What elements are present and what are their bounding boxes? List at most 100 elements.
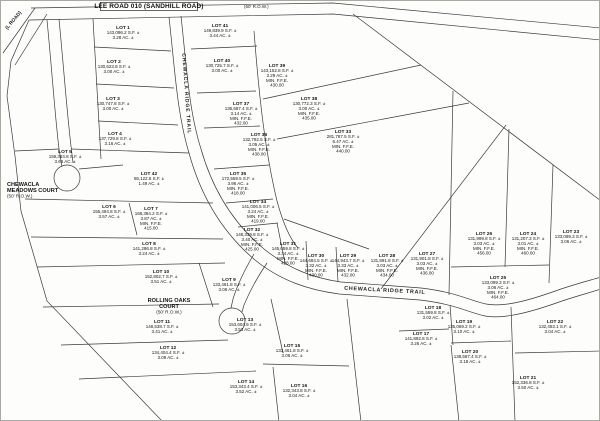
lot-number: LOT 42	[140, 170, 158, 177]
rolling-oaks-label: ROLLING OAKS COURT (50' R.O.W.)	[148, 297, 191, 315]
lot-number: LOT 33	[334, 128, 352, 135]
lot-number: LOT 41	[211, 22, 229, 29]
lot-square-feet: 172,559.5 S.F. ±	[221, 175, 255, 181]
lot-min-ffe-value: 419.00	[251, 218, 265, 224]
lot-square-feet: 148,339.8 S.F. ±	[235, 231, 269, 237]
lot-acreage: 3.04 AC. ±	[544, 328, 566, 334]
lot-number: LOT 40	[213, 57, 231, 64]
lot-acreage: 3.01 AC. ±	[517, 240, 539, 246]
lot-number: LOT 19	[455, 318, 473, 325]
lot-number: LOT 29	[339, 252, 357, 259]
lot-acreage: 3.34 AC. ±	[277, 250, 299, 256]
lot-label: LOT 4 137,729.8 S.F. ± 3.16 AC. ±	[99, 131, 132, 146]
lot-label: LOT 17 141,892.8 S.F. ± 3.26 AC. ±	[405, 331, 438, 346]
lot-square-feet: 135,069.2 S.F. ±	[447, 323, 481, 329]
lot-number: LOT 26	[475, 230, 493, 237]
corner-road-label: (L ROAD)	[4, 9, 23, 31]
lot-square-feet: 153,343.4 S.F. ±	[229, 383, 263, 389]
lot-square-feet: 136,687.4 S.F. ±	[224, 105, 258, 111]
lot-number: LOT 15	[283, 342, 301, 349]
lot-square-feet: 130,623.8 S.F. ±	[97, 63, 131, 69]
lot-number: LOT 25	[489, 274, 507, 281]
lot-acreage: 3.03 AC. ±	[376, 262, 398, 268]
lot-square-feet: 133,099.3 S.F. ±	[481, 279, 515, 285]
lot-number: LOT 30	[307, 252, 325, 259]
lot-acreage: 3.05 AC. ±	[248, 141, 270, 147]
lot-label: LOT 13 153,604.9 S.F. ± 3.53 AC. ±	[229, 317, 262, 332]
lot-number: LOT 10	[152, 268, 170, 275]
lot-label: LOT 9 133,461.8 S.F. ± 3.06 AC. ±	[213, 277, 246, 292]
rolling-oaks-culdesac-circle	[218, 307, 246, 335]
lot-label: LOT 6 155,494.8 S.F. ± 3.57 AC. ±	[93, 204, 126, 219]
lot-min-ffe: MIN. F.F.E. 456.00	[468, 246, 501, 256]
lot-acreage: 3.57 AC. ±	[98, 213, 120, 219]
lot-square-feet: 131,891.8 S.F. ±	[370, 257, 404, 263]
lot-acreage: 3.00 AC. ±	[211, 67, 233, 73]
lot-acreage: 3.53 AC. ±	[234, 326, 256, 332]
rolling-oaks-line2: COURT	[159, 303, 179, 310]
lot-label: LOT 29 144,943.7 S.F. ± 3.33 AC. ± MIN. …	[332, 253, 365, 278]
lot-acreage: 3.96 AC. ±	[227, 180, 249, 186]
lot-label: LOT 8 141,286.8 S.F. ± 3.24 AC. ±	[133, 241, 166, 256]
lot-square-feet: 65,122.8 S.F. ±	[133, 175, 165, 181]
lot-label: LOT 39 143,152.8 S.F. ± 3.29 AC. ± MIN. …	[261, 63, 294, 88]
lot-min-ffe-label: MIN. F.F.E.	[332, 143, 354, 149]
rolling-oaks-court-lines	[218, 253, 268, 335]
lot-min-ffe-label: MIN. F.F.E.	[248, 146, 270, 152]
lot-acreage: 6.47 AC. ±	[332, 138, 354, 144]
lot-label: LOT 11 148,538.7 S.F. ± 3.41 AC. ±	[146, 319, 179, 334]
lot-min-ffe: MIN. F.F.E. 432.00	[332, 268, 365, 278]
lot-min-ffe: MIN. F.F.E. 425.00	[236, 242, 269, 252]
lot-square-feet: 168,384.2 S.F. ±	[134, 210, 168, 216]
lot-label: LOT 3 130,747.8 S.F. ± 3.00 AC. ±	[97, 96, 130, 111]
lee-road-label: LEE ROAD 010 (SANDHILL ROAD)	[94, 2, 204, 11]
lot-min-ffe: MIN. F.F.E. 436.00	[411, 266, 444, 276]
lot-acreage: 3.52 AC. ±	[235, 388, 257, 394]
lot-square-feet: 144,943.7 S.F. ±	[331, 257, 365, 263]
lot-number: LOT 5	[58, 148, 72, 155]
lot-acreage: 3.06 AC. ±	[560, 238, 582, 244]
lot-number: LOT 9	[222, 276, 236, 283]
lot-square-feet: 132,453.1 S.F. ±	[538, 323, 572, 329]
lot-number: LOT 14	[237, 378, 255, 385]
lot-label: LOT 21 152,336.8 S.F. ± 3.50 AC. ±	[512, 375, 545, 390]
lot-min-ffe-value: 415.00	[144, 225, 158, 231]
lot-acreage: 3.29 AC. ±	[266, 72, 288, 78]
lot-number: LOT 21	[519, 374, 537, 381]
lot-acreage: 3.41 AC. ±	[151, 328, 173, 334]
lot-label: LOT 30 144,684.5 S.F. ± 3.32 AC. ± MIN. …	[300, 253, 333, 278]
lot-square-feet: 143,096.2 S.F. ±	[106, 29, 140, 35]
lot-square-feet: 153,604.9 S.F. ±	[228, 321, 262, 327]
lot-min-ffe-value: 435.00	[302, 115, 316, 121]
lot-number: LOT 1	[116, 24, 130, 31]
lot-boundary-lines	[14, 18, 599, 420]
lot-acreage: 3.87 AC. ±	[140, 215, 162, 221]
lot-min-ffe-value: 464.00	[491, 294, 505, 300]
lot-square-feet: 155,494.8 S.F. ±	[92, 208, 126, 214]
lot-acreage: 3.32 AC. ±	[305, 262, 327, 268]
lot-number: LOT 38	[300, 95, 318, 102]
lot-number: LOT 13	[236, 316, 254, 323]
meadows-court-line2: MEADOWS COURT	[7, 187, 59, 194]
lot-number: LOT 34	[249, 198, 267, 205]
lot-min-ffe: MIN. F.F.E. 434.00	[371, 268, 404, 278]
lot-number: LOT 37	[232, 100, 250, 107]
lot-acreage: 3.51 AC. ±	[150, 278, 172, 284]
lot-label: LOT 33 281,787.5 S.F. ± 6.47 AC. ± MIN. …	[327, 129, 360, 154]
lot-label: LOT 37 136,687.4 S.F. ± 3.14 AC. ± MIN. …	[225, 101, 258, 126]
lot-acreage: 3.24 AC. ±	[247, 208, 269, 214]
lot-min-ffe: MIN. F.F.E. 438.00	[243, 147, 276, 157]
lot-min-ffe-label: MIN. F.F.E.	[376, 267, 398, 273]
lot-number: LOT 16	[290, 382, 308, 389]
lot-acreage: 3.06 AC. ±	[487, 284, 509, 290]
lot-min-ffe-label: MIN. F.F.E.	[241, 241, 263, 247]
lot-number: LOT 3	[106, 95, 120, 102]
lot-min-ffe-label: MIN. F.F.E.	[337, 267, 359, 273]
lot-min-ffe-value: 418.00	[231, 190, 245, 196]
lot-number: LOT 4	[108, 130, 122, 137]
lot-acreage: 3.14 AC. ±	[230, 110, 252, 116]
lot-min-ffe: MIN. F.F.E. 430.00	[261, 78, 294, 88]
lot-label: LOT 38 130,772.3 S.F. ± 3.00 AC. ± MIN. …	[293, 96, 326, 121]
lot-label: LOT 19 135,069.2 S.F. ± 3.10 AC. ±	[448, 319, 481, 334]
lot-square-feet: 133,461.8 S.F. ±	[275, 347, 309, 353]
